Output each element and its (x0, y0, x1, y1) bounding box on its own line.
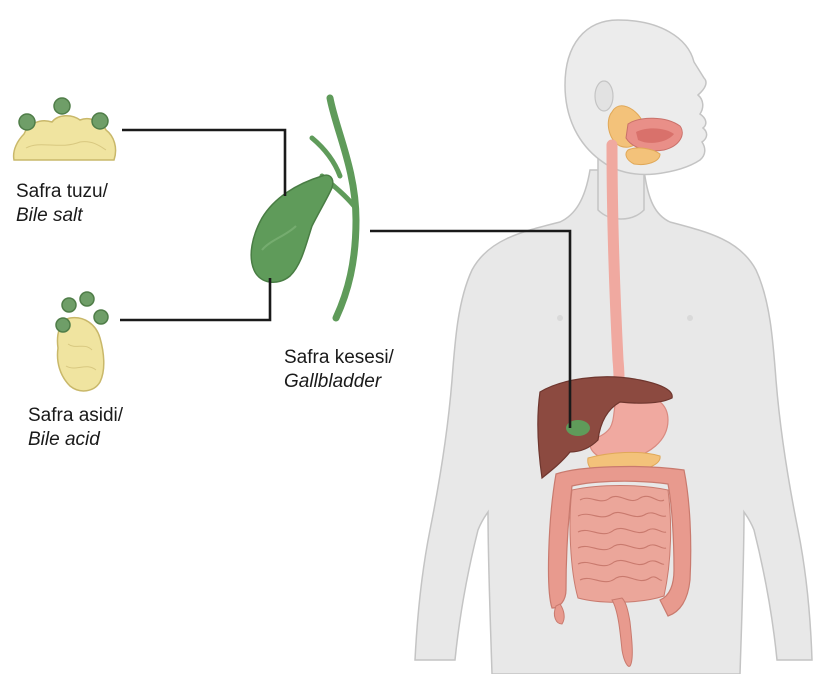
connector-bile-acid (120, 278, 270, 320)
label-bile-salt: Safra tuzu/ Bile salt (16, 180, 108, 228)
chest-mark-left (557, 315, 563, 321)
bile-salt-group-1 (19, 114, 35, 130)
human-body-illustration (415, 20, 812, 674)
label-bile-acid-tr: Safra asidi/ (28, 404, 123, 428)
label-bile-acid-en: Bile acid (28, 428, 123, 452)
bile-duct (330, 98, 356, 318)
small-intestine (570, 486, 671, 603)
bile-acid-group-3 (56, 318, 70, 332)
label-bile-acid: Safra asidi/ Bile acid (28, 404, 123, 452)
bile-acid-group-2 (80, 292, 94, 306)
bile-salt-group-2 (54, 98, 70, 114)
bile-acid-group-4 (94, 310, 108, 324)
label-bile-salt-en: Bile salt (16, 204, 108, 228)
bile-salt-group-3 (92, 113, 108, 129)
bile-acid-molecule (56, 292, 108, 391)
label-gallbladder: Safra kesesi/ Gallbladder (284, 346, 394, 394)
label-gallbladder-tr: Safra kesesi/ (284, 346, 394, 370)
chest-mark-right (687, 315, 693, 321)
hepatic-duct-branch (312, 138, 340, 176)
bile-salt-molecule (14, 98, 116, 160)
label-bile-salt-tr: Safra tuzu/ (16, 180, 108, 204)
connector-bile-salt (122, 130, 285, 196)
bile-acid-group-1 (62, 298, 76, 312)
label-gallbladder-en: Gallbladder (284, 370, 394, 394)
ear (595, 81, 613, 111)
